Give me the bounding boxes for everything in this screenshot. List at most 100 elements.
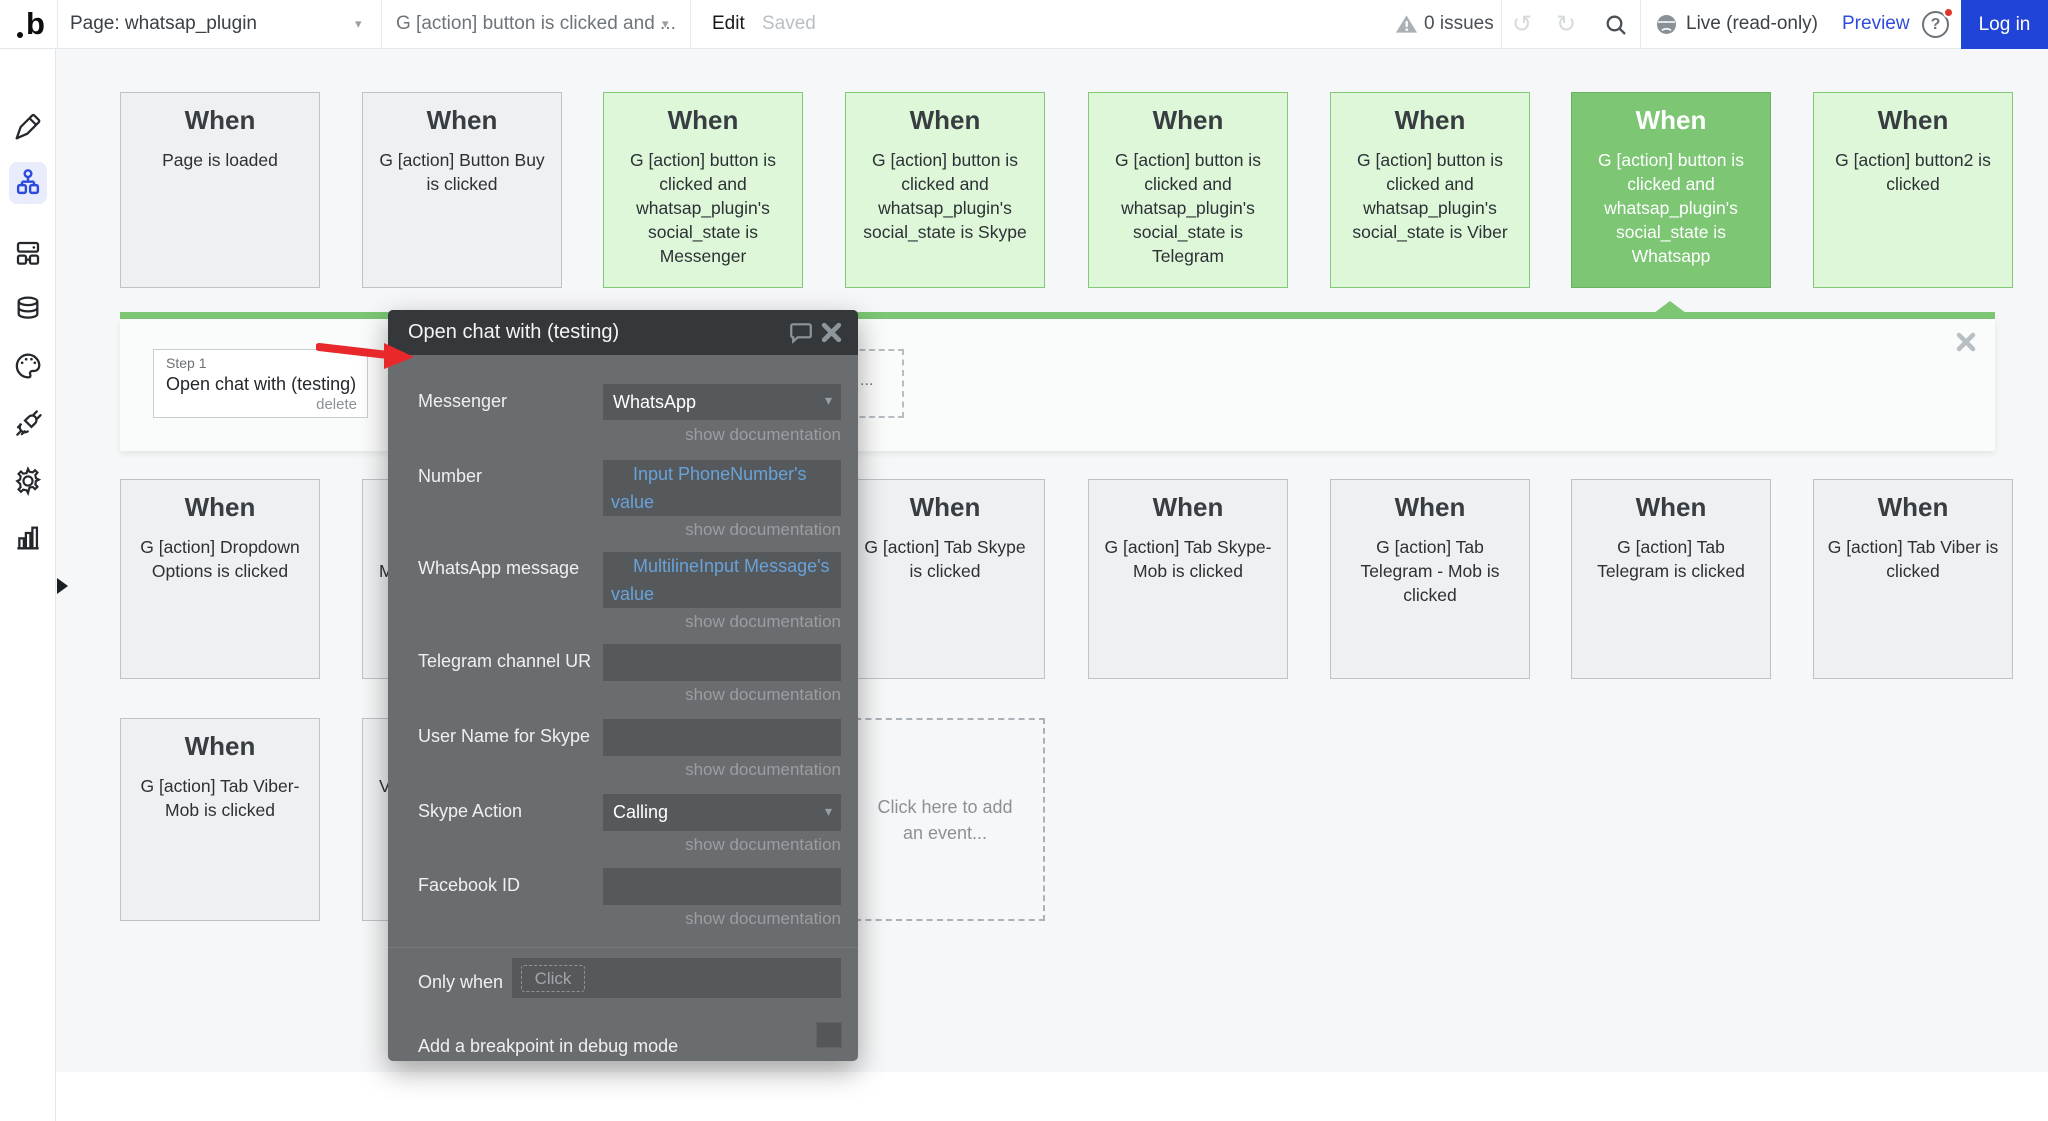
breakpoint-label: Add a breakpoint in debug mode [418, 1036, 679, 1056]
styles-palette-icon[interactable] [12, 350, 44, 382]
workflow-icon[interactable] [12, 167, 44, 199]
close-strip-icon[interactable] [1955, 331, 1977, 353]
top-bar: b Page: whatsap_plugin ▾ G [action] butt… [0, 0, 2048, 49]
field-label-telegram-channel: Telegram channel UR [418, 651, 592, 671]
popup-section-divider [388, 947, 858, 948]
sidebar-selected-highlight [9, 162, 47, 204]
step-delete-link[interactable]: delete [316, 396, 357, 413]
close-popup-icon[interactable] [820, 321, 846, 347]
event-card-skype[interactable]: When G [action] button is clicked and wh… [845, 92, 1045, 288]
step-title: Open chat with (testing) [166, 374, 357, 394]
field-label-messenger: Messenger [418, 391, 508, 411]
show-documentation-link[interactable]: show documentation [685, 685, 841, 704]
breakpoint-checkbox[interactable] [816, 1022, 842, 1048]
field-label-number: Number [418, 466, 483, 486]
canvas-collapse-arrow-icon[interactable] [57, 578, 68, 594]
event-card-tab-viber[interactable]: When G [action] Tab Viber is clicked [1813, 479, 2013, 679]
design-pencil-icon[interactable] [12, 111, 44, 143]
live-status-label[interactable]: Live (read-only) [1686, 13, 1818, 34]
popup-title: Open chat with (testing) [408, 321, 620, 343]
workflow-selector[interactable]: G [action] button is clicked and ... [396, 13, 676, 34]
telegram-channel-value [603, 644, 841, 648]
action-properties-popup: Open chat with (testing) Messenger Whats… [388, 310, 858, 1061]
skype-username-field[interactable] [603, 719, 841, 756]
chevron-down-icon[interactable]: ▾ [662, 16, 669, 31]
skype-action-value: Calling [613, 802, 669, 822]
globe-icon [1656, 14, 1677, 35]
bottom-gutter [0, 1072, 2048, 1121]
edit-mode-label[interactable]: Edit [712, 13, 745, 34]
skype-action-dropdown[interactable]: Calling ▾ [603, 794, 841, 831]
saved-status: Saved [762, 13, 816, 34]
event-card-button-buy[interactable]: When G [action] Button Buy is clicked [362, 92, 562, 288]
undo-icon[interactable]: ↺ [1512, 10, 1533, 38]
settings-gear-icon[interactable] [12, 465, 44, 497]
add-event-dashed-box[interactable]: Click here to add an event... [845, 718, 1045, 921]
only-when-click-placeholder[interactable]: Click [521, 965, 585, 992]
divider [1501, 0, 1502, 48]
event-card-messenger[interactable]: When G [action] button is clicked and wh… [603, 92, 803, 288]
telegram-channel-field[interactable] [603, 644, 841, 681]
help-notification-dot [1943, 7, 1954, 18]
step-number: Step 1 [166, 355, 207, 371]
red-annotation-arrow [316, 336, 436, 378]
left-sidebar [0, 49, 56, 1121]
show-documentation-link[interactable]: show documentation [685, 760, 841, 779]
chevron-down-icon[interactable]: ▾ [355, 16, 362, 31]
chevron-down-icon: ▾ [824, 392, 832, 408]
messenger-value: WhatsApp [613, 392, 697, 412]
field-label-skype-username: User Name for Skype [418, 726, 591, 746]
facebook-id-value [603, 868, 841, 872]
search-icon[interactable] [1604, 13, 1628, 37]
elements-tree-icon[interactable] [12, 237, 44, 269]
event-card-telegram[interactable]: When G [action] button is clicked and wh… [1088, 92, 1288, 288]
plugins-plug-icon[interactable] [12, 408, 44, 440]
show-documentation-link[interactable]: show documentation [685, 520, 841, 539]
event-card-viber[interactable]: When G [action] button is clicked and wh… [1330, 92, 1530, 288]
issues-count[interactable]: 0 issues [1424, 13, 1494, 34]
number-expression-value[interactable]: Input PhoneNumber's value [611, 464, 807, 512]
data-icon[interactable] [12, 293, 44, 325]
event-card-button2[interactable]: When G [action] button2 is clicked [1813, 92, 2013, 288]
field-label-skype-action: Skype Action [418, 801, 523, 821]
show-documentation-link[interactable]: show documentation [685, 612, 841, 631]
field-label-facebook-id: Facebook ID [418, 875, 521, 895]
event-card-tab-viber-mob[interactable]: When G [action] Tab Viber-Mob is clicked [120, 718, 320, 921]
preview-link[interactable]: Preview [1842, 13, 1910, 34]
show-documentation-link[interactable]: show documentation [685, 835, 841, 854]
event-card-tab-skype-mob[interactable]: When G [action] Tab Skype-Mob is clicked [1088, 479, 1288, 679]
messenger-dropdown[interactable]: WhatsApp ▾ [603, 384, 841, 420]
redo-icon[interactable]: ↻ [1556, 10, 1577, 38]
step-1-card[interactable]: Step 1 Open chat with (testing) delete [153, 349, 368, 418]
warning-icon [1395, 13, 1418, 35]
login-button[interactable]: Log in [1961, 0, 2048, 49]
event-card-tab-telegram-mob[interactable]: When G [action] Tab Telegram - Mob is cl… [1330, 479, 1530, 679]
divider [1640, 0, 1641, 48]
bubble-logo-dot [17, 32, 23, 38]
whatsapp-message-expression-field[interactable]: MultilineInput Message's value [603, 552, 841, 608]
event-card-whatsapp-selected[interactable]: When G [action] button is clicked and wh… [1571, 92, 1771, 288]
help-icon[interactable]: ? [1922, 11, 1949, 38]
event-card-page-loaded[interactable]: When Page is loaded [120, 92, 320, 288]
skype-username-value [603, 719, 841, 723]
logs-chart-icon[interactable] [12, 521, 44, 553]
bubble-logo-letter: b [26, 6, 45, 41]
divider [381, 0, 382, 48]
divider [57, 0, 58, 48]
comment-bubble-icon[interactable] [788, 320, 814, 346]
popup-header[interactable]: Open chat with (testing) [388, 310, 858, 355]
number-expression-field[interactable]: Input PhoneNumber's value [603, 460, 841, 516]
bubble-logo[interactable]: b [14, 0, 57, 48]
only-when-field[interactable]: Click [512, 958, 841, 998]
event-card-tab-telegram[interactable]: When G [action] Tab Telegram is clicked [1571, 479, 1771, 679]
event-card-tab-skype[interactable]: When G [action] Tab Skype is clicked [845, 479, 1045, 679]
event-card-dropdown-options[interactable]: When G [action] Dropdown Options is clic… [120, 479, 320, 679]
show-documentation-link[interactable]: show documentation [685, 909, 841, 928]
show-documentation-link[interactable]: show documentation [685, 425, 841, 444]
facebook-id-field[interactable] [603, 868, 841, 905]
whatsapp-message-expression-value[interactable]: MultilineInput Message's value [611, 556, 830, 604]
workflow-timeline-bar [120, 312, 1995, 319]
field-label-whatsapp-message: WhatsApp message [418, 558, 580, 578]
page-selector[interactable]: Page: whatsap_plugin [70, 13, 257, 34]
